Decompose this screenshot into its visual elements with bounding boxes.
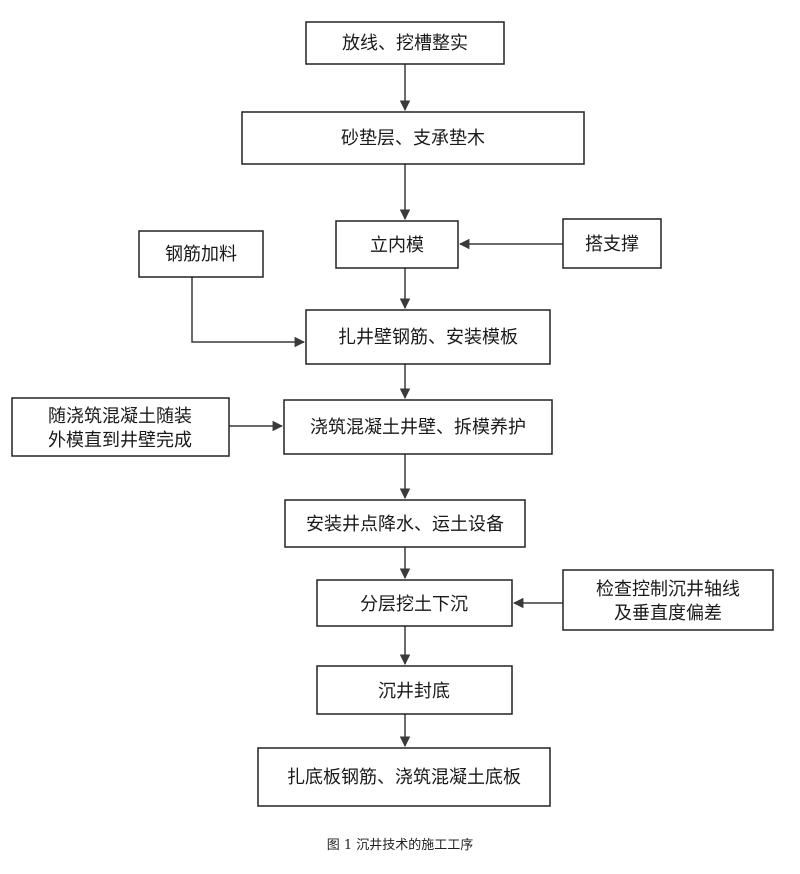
step-bottom-slab: 扎底板钢筋、浇筑混凝土底板: [257, 747, 551, 807]
box-layout-trench: [305, 21, 505, 65]
box-sinking: [316, 579, 513, 627]
label-axis-check-line2: 及垂直度偏差: [614, 603, 722, 624]
box-rebar-material: [138, 230, 264, 278]
box-wall-rebar: [305, 309, 551, 365]
step-pour-wall: 浇筑混凝土井壁、拆模养护: [283, 399, 553, 455]
box-dewatering: [284, 499, 526, 548]
label-dewatering: 安装井点降水、运土设备: [306, 514, 504, 535]
box-seal-bottom: [316, 665, 513, 715]
label-sand-cushion: 砂垫层、支承垫木: [341, 128, 485, 149]
step-dewatering: 安装井点降水、运土设备: [284, 499, 526, 548]
figure-caption: 图 1 沉井技术的施工工序: [327, 837, 474, 853]
label-sinking: 分层挖土下沉: [360, 594, 468, 615]
box-outer-formwork: [11, 397, 230, 457]
step-layout-trench: 放线、挖槽整实: [305, 21, 505, 65]
label-seal-bottom: 沉井封底: [378, 681, 450, 702]
side-bracing: 搭支撑: [562, 218, 662, 269]
step-wall-rebar: 扎井壁钢筋、安装模板: [305, 309, 551, 365]
label-outer-formwork-line1: 随浇筑混凝土随装: [48, 406, 192, 427]
label-bracing: 搭支撑: [585, 234, 639, 255]
step-sinking: 分层挖土下沉: [316, 579, 513, 627]
side-axis-check: 检查控制沉井轴线 及垂直度偏差: [562, 569, 774, 631]
label-inner-formwork: 立内模: [370, 235, 424, 256]
label-outer-formwork-line2: 外模直到井壁完成: [48, 430, 192, 451]
label-wall-rebar: 扎井壁钢筋、安装模板: [338, 327, 518, 348]
label-axis-check-line1: 检查控制沉井轴线: [596, 579, 740, 600]
arrow-rebar-to-wallrebar: [191, 277, 306, 348]
step-seal-bottom: 沉井封底: [316, 665, 513, 715]
side-rebar-material: 钢筋加料: [138, 230, 264, 278]
box-bracing: [562, 218, 662, 269]
box-sand-cushion: [241, 111, 585, 165]
box-bottom-slab: [257, 747, 551, 807]
label-bottom-slab: 扎底板钢筋、浇筑混凝土底板: [287, 767, 521, 788]
connectors: [191, 64, 563, 748]
label-pour-wall: 浇筑混凝土井壁、拆模养护: [310, 417, 526, 438]
step-inner-formwork: 立内模: [335, 220, 459, 269]
side-outer-formwork: 随浇筑混凝土随装 外模直到井壁完成: [11, 397, 230, 457]
box-pour-wall: [283, 399, 553, 455]
label-rebar-material: 钢筋加料: [165, 244, 237, 265]
box-axis-check: [562, 569, 774, 631]
label-layout-trench: 放线、挖槽整实: [342, 33, 468, 54]
step-sand-cushion: 砂垫层、支承垫木: [241, 111, 585, 165]
box-inner-formwork: [335, 220, 459, 269]
